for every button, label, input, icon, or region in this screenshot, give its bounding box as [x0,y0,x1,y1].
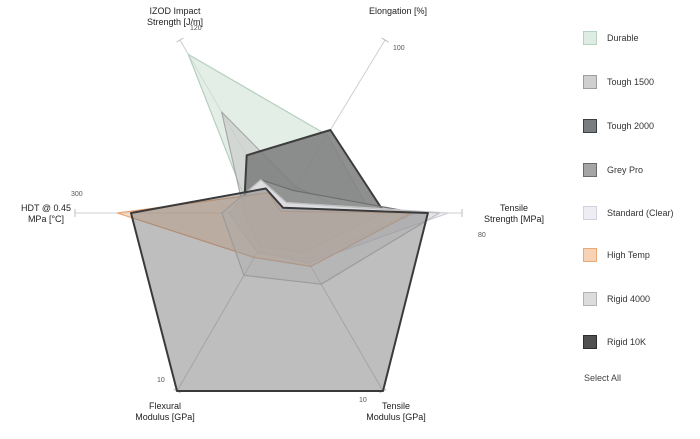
legend-swatch [583,119,597,133]
series-polygon-high-temp[interactable] [116,192,413,267]
radar-series-layer [116,53,449,392]
axis-max-label-tensile_strength: 80 [478,232,486,239]
axis-max-label-hdt: 300 [71,191,83,198]
axis-max-label-flexural_modulus: 10 [157,377,165,384]
series-polygon-rigid-4000[interactable] [221,179,440,285]
legend-label: Rigid 4000 [607,294,651,304]
legend-item-high-temp[interactable]: High Temp [583,247,650,263]
legend-item-tough-1500[interactable]: Tough 1500 [583,74,654,90]
legend-swatch [583,163,597,177]
legend-label: Durable [607,33,639,43]
legend-label: Tough 2000 [607,121,655,131]
legend-swatch [583,75,597,89]
legend-swatch [583,335,597,349]
legend-item-rigid-10k[interactable]: Rigid 10K [583,334,646,350]
axis-label-elong: Elongation [%] [369,6,427,16]
legend-item-standard-clear[interactable]: Standard (Clear) [583,205,674,221]
legend-label: Grey Pro [607,165,644,175]
legend-swatch [583,31,597,45]
legend-item-durable[interactable]: Durable [583,30,639,46]
legend-label: Rigid 10K [607,337,647,347]
axis-max-label-tensile_modulus: 10 [359,397,367,404]
legend-item-rigid-4000[interactable]: Rigid 4000 [583,291,650,307]
legend-item-grey-pro[interactable]: Grey Pro [583,162,643,178]
legend-swatch [583,292,597,306]
select-all-button[interactable]: Select All [584,373,622,383]
axis-tick-izod [176,37,184,43]
legend-swatch [583,206,597,220]
legend-label: Standard (Clear) [607,208,674,218]
axis-max-label-elong: 100 [393,45,405,52]
axis-tick-elong [381,37,389,43]
axis-max-label-izod: 120 [190,25,202,32]
legend-label: High Temp [607,250,650,260]
series-polygon-rigid-10k[interactable] [130,187,429,392]
legend-label: Tough 1500 [607,77,655,87]
legend-swatch [583,248,597,262]
legend-item-tough-2000[interactable]: Tough 2000 [583,118,654,134]
